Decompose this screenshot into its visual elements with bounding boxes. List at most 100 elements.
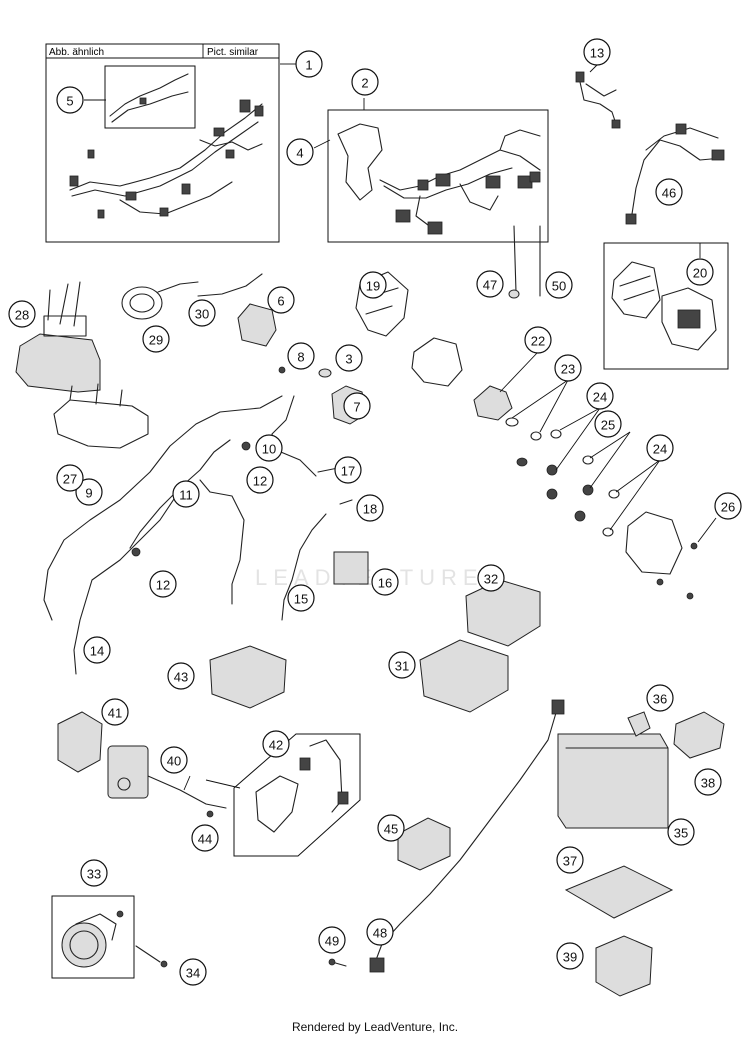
callout-label: 47 bbox=[483, 278, 497, 293]
callout-33: 33 bbox=[80, 859, 108, 887]
horn-box-33 bbox=[51, 895, 135, 979]
part-13 bbox=[579, 81, 617, 125]
callout-label: 11 bbox=[179, 488, 193, 503]
pict-similar-label: Pict. similar bbox=[207, 47, 259, 58]
callout-label: 32 bbox=[484, 572, 498, 587]
callout-label: 23 bbox=[561, 362, 575, 377]
callout-label: 10 bbox=[262, 442, 276, 457]
callout-label: 1 bbox=[305, 58, 312, 73]
callout-label: 31 bbox=[395, 659, 409, 674]
callout-49: 49 bbox=[318, 926, 346, 954]
callout-27: 27 bbox=[56, 464, 84, 492]
abb-aehnlich-label: Abb. ähnlich bbox=[49, 47, 104, 58]
callout-19: 19 bbox=[359, 271, 387, 299]
callout-7: 7 bbox=[343, 392, 371, 420]
callout-label: 34 bbox=[186, 966, 200, 981]
callout-label: 13 bbox=[590, 46, 604, 61]
callout-label: 24 bbox=[653, 442, 667, 457]
callout-24: 24 bbox=[586, 382, 614, 410]
cable-9 bbox=[43, 395, 283, 621]
callout-label: 29 bbox=[149, 333, 163, 348]
callout-label: 46 bbox=[662, 186, 676, 201]
part-relay-holder bbox=[411, 337, 463, 387]
leader-lines bbox=[84, 63, 717, 791]
callout-17: 17 bbox=[334, 456, 362, 484]
callout-label: 30 bbox=[195, 307, 209, 322]
callout-30: 30 bbox=[188, 299, 216, 327]
part-6 bbox=[237, 303, 277, 347]
callout-label: 48 bbox=[373, 926, 387, 941]
callout-label: 17 bbox=[341, 464, 355, 479]
callout-12: 12 bbox=[246, 466, 274, 494]
callout-label: 3 bbox=[345, 352, 352, 367]
callout-35: 35 bbox=[667, 818, 695, 846]
callout-label: 43 bbox=[174, 670, 188, 685]
part-36 bbox=[627, 711, 651, 737]
callout-label: 14 bbox=[90, 644, 104, 659]
part-22 bbox=[473, 385, 513, 421]
callout-42: 42 bbox=[262, 730, 290, 758]
callout-10: 10 bbox=[255, 434, 283, 462]
callout-label: 4 bbox=[296, 146, 303, 161]
callout-label: 20 bbox=[693, 266, 707, 281]
part-26 bbox=[625, 511, 683, 575]
callout-label: 12 bbox=[253, 474, 267, 489]
callout-label: 19 bbox=[366, 279, 380, 294]
callout-45: 45 bbox=[377, 814, 405, 842]
callout-2: 2 bbox=[351, 68, 379, 96]
callout-12: 12 bbox=[149, 570, 177, 598]
callout-6: 6 bbox=[267, 286, 295, 314]
cable-14 bbox=[73, 479, 245, 675]
part-40 bbox=[107, 745, 149, 799]
callout-11: 11 bbox=[172, 480, 200, 508]
callout-25: 25 bbox=[594, 410, 622, 438]
callout-44: 44 bbox=[191, 824, 219, 852]
part-35 bbox=[557, 733, 669, 829]
callout-label: 12 bbox=[156, 578, 170, 593]
callout-label: 36 bbox=[653, 692, 667, 707]
callout-label: 28 bbox=[15, 308, 29, 323]
callout-9: 9 bbox=[75, 478, 103, 506]
callout-label: 40 bbox=[167, 754, 181, 769]
part-29 bbox=[121, 286, 163, 320]
callout-label: 39 bbox=[563, 950, 577, 965]
callout-38: 38 bbox=[694, 768, 722, 796]
callout-22: 22 bbox=[524, 326, 552, 354]
callout-label: 9 bbox=[85, 486, 92, 501]
harness-box-2 bbox=[327, 109, 549, 243]
callout-40: 40 bbox=[160, 746, 188, 774]
part-39 bbox=[595, 935, 653, 997]
callout-label: 35 bbox=[674, 826, 688, 841]
part-30 bbox=[197, 273, 263, 297]
callout-label: 27 bbox=[63, 472, 77, 487]
callout-label: 22 bbox=[531, 334, 545, 349]
callout-32: 32 bbox=[477, 564, 505, 592]
callout-label: 37 bbox=[563, 854, 577, 869]
callout-label: 8 bbox=[297, 350, 304, 365]
callout-18: 18 bbox=[356, 494, 384, 522]
part-41 bbox=[57, 711, 103, 773]
callout-50: 50 bbox=[545, 271, 573, 299]
callout-31: 31 bbox=[388, 651, 416, 679]
callout-label: 41 bbox=[108, 706, 122, 721]
callout-37: 37 bbox=[556, 846, 584, 874]
callout-label: 42 bbox=[269, 738, 283, 753]
cable-15 bbox=[281, 513, 327, 621]
callout-39: 39 bbox=[556, 942, 584, 970]
callout-label: 33 bbox=[87, 867, 101, 882]
callout-label: 6 bbox=[277, 294, 284, 309]
callout-label: 24 bbox=[593, 390, 607, 405]
callout-label: 7 bbox=[353, 400, 360, 415]
callout-label: 25 bbox=[601, 418, 615, 433]
part-37 bbox=[564, 865, 674, 919]
callout-label: 5 bbox=[66, 94, 73, 109]
callout-label: 50 bbox=[552, 279, 566, 294]
callout-26: 26 bbox=[714, 492, 742, 520]
callout-label: 26 bbox=[721, 500, 735, 515]
relay-box-20 bbox=[603, 242, 729, 370]
callout-29: 29 bbox=[142, 325, 170, 353]
part-45 bbox=[397, 817, 451, 871]
callout-label: 2 bbox=[361, 76, 368, 91]
callout-15: 15 bbox=[287, 584, 315, 612]
